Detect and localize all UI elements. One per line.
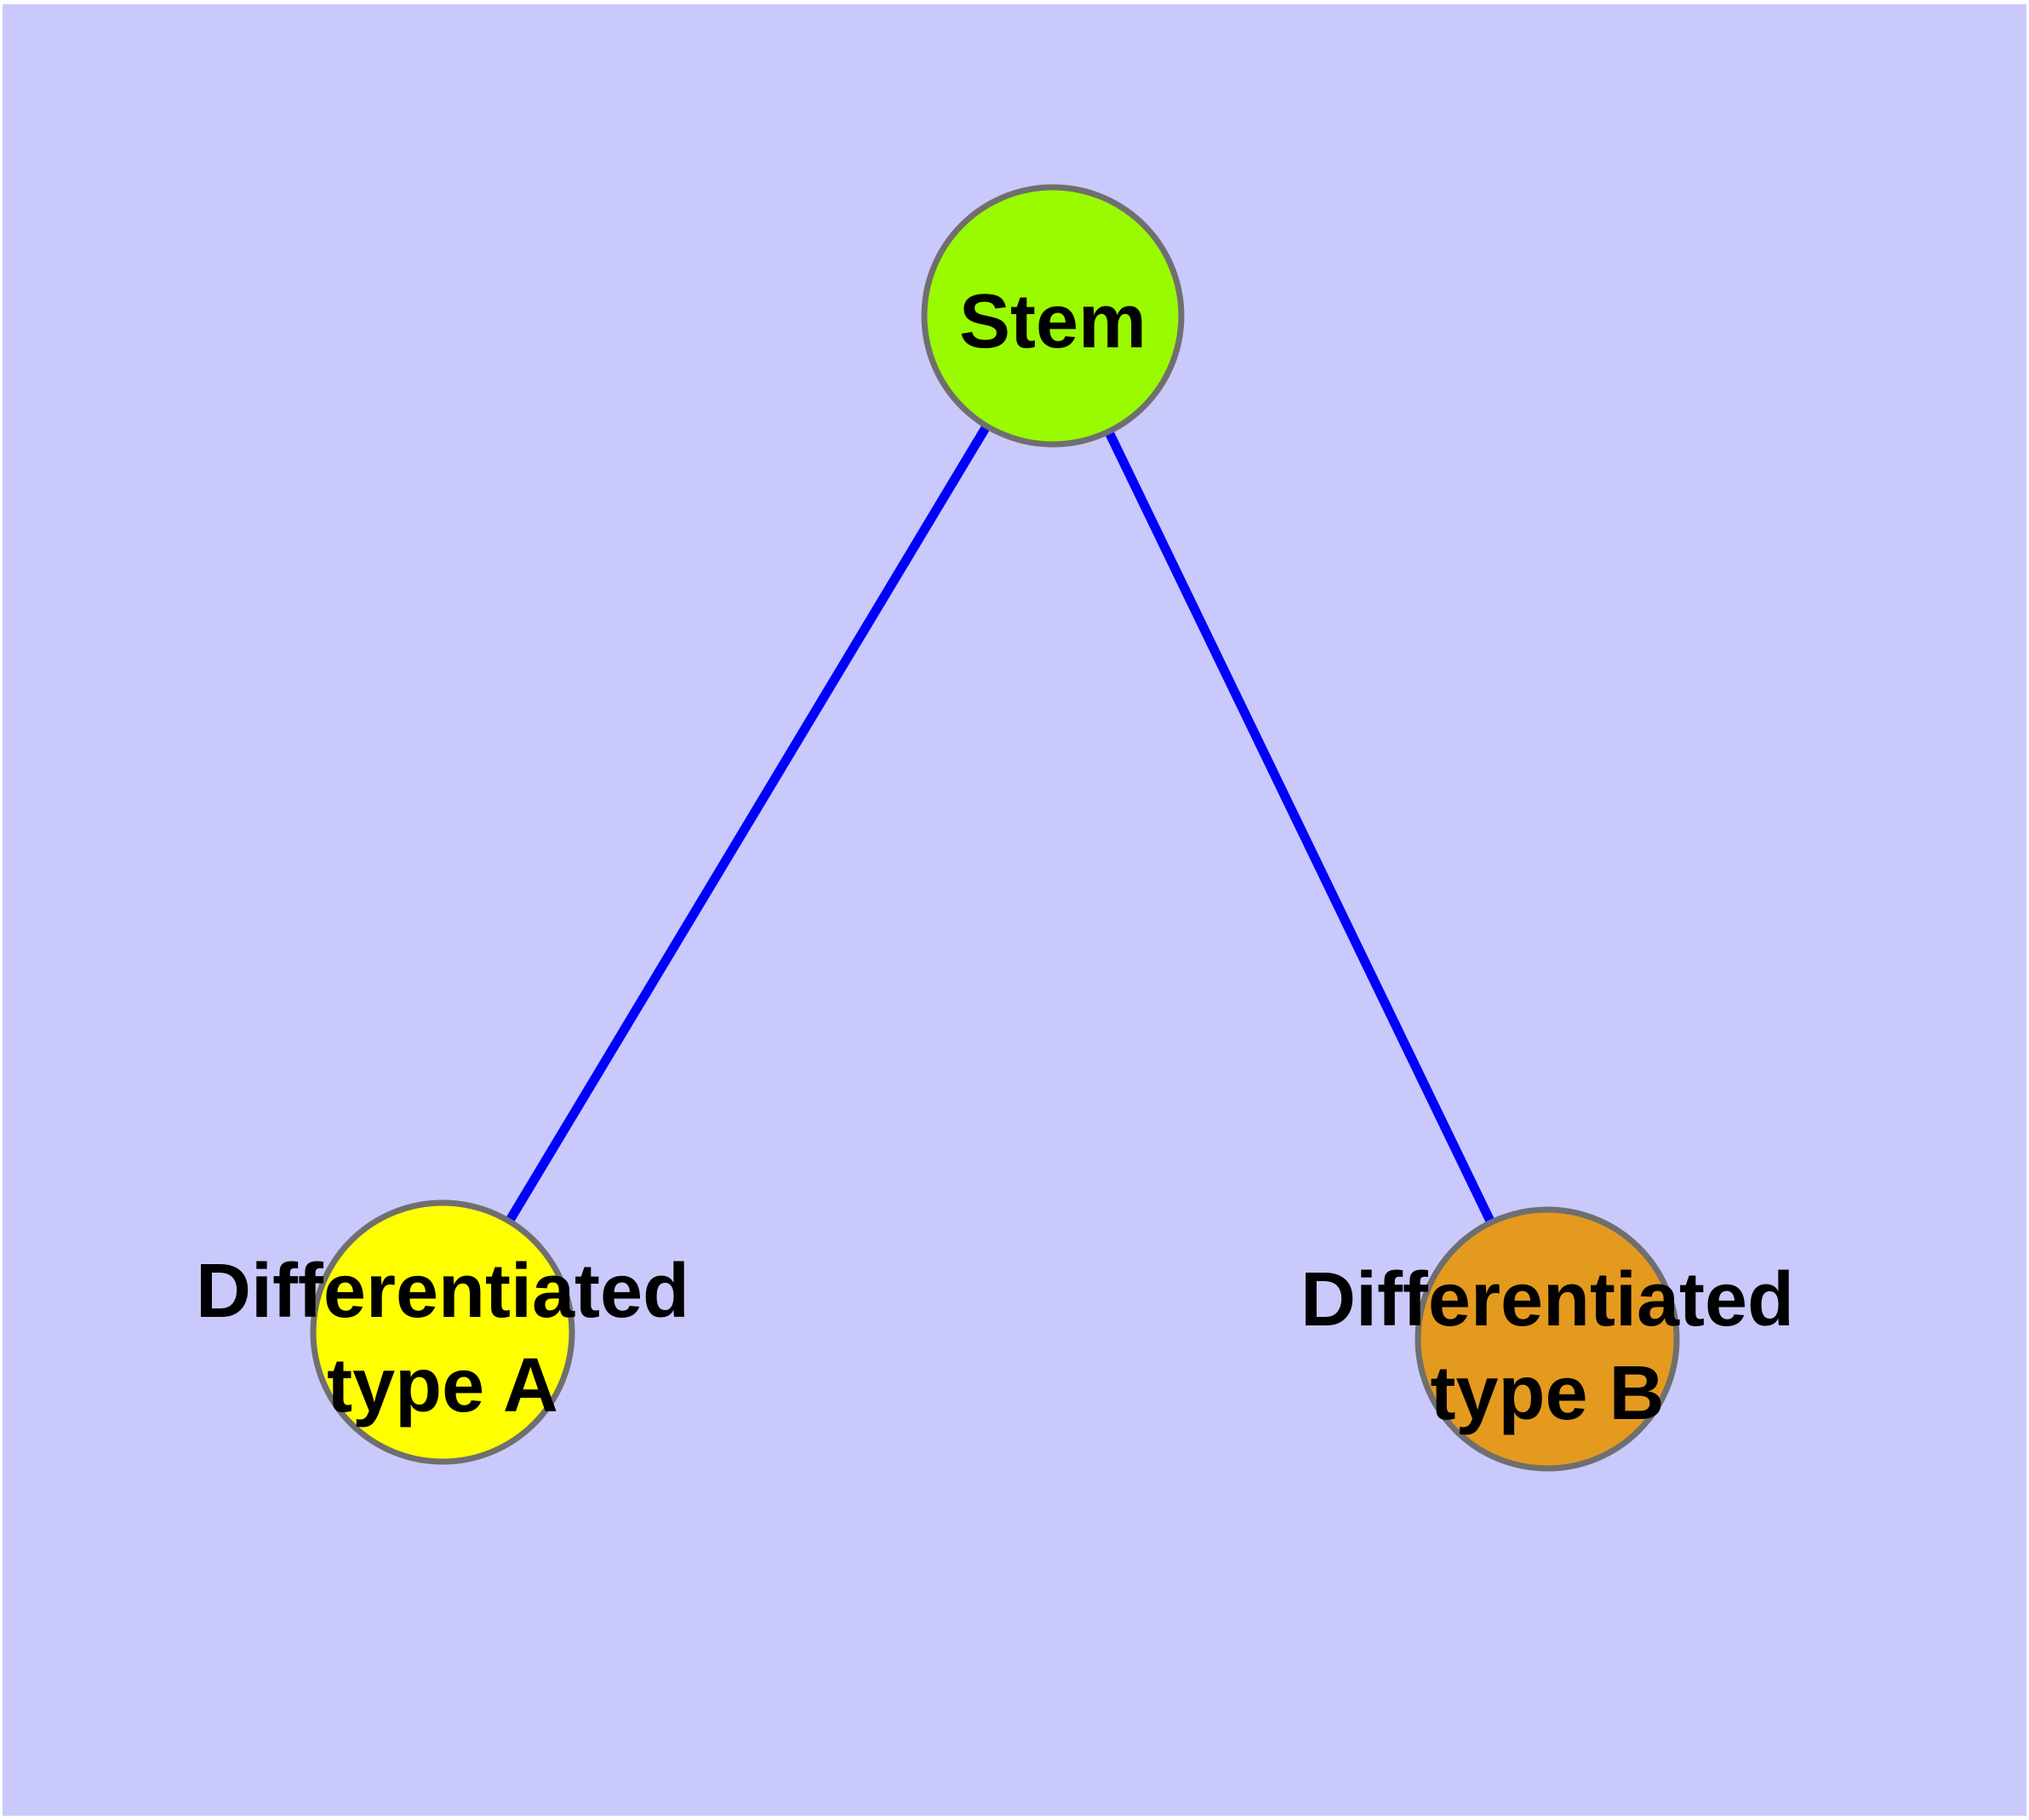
node-label-differentiated-type-a: Differentiated type A (196, 1249, 689, 1428)
node-label-type-b-line2: type B (1430, 1351, 1664, 1436)
edge-stem-to-type-b (1049, 313, 1552, 1342)
node-label-type-b-line1: Differentiated (1300, 1257, 1794, 1342)
node-label-differentiated-type-b: Differentiated type B (1300, 1257, 1794, 1436)
node-differentiated-type-b (1415, 1206, 1680, 1472)
edge-stem-to-type-a (438, 313, 1057, 1335)
node-label-type-a-line2: type A (327, 1343, 558, 1428)
node-stem (921, 184, 1185, 448)
label-group: Stem Differentiated type A Differentiated… (196, 279, 1794, 1436)
node-differentiated-type-a (310, 1199, 575, 1465)
node-group (310, 184, 1680, 1472)
edge-group (438, 313, 1552, 1342)
node-label-stem: Stem (959, 279, 1146, 364)
node-label-stem-line1: Stem (959, 279, 1146, 364)
node-label-type-a-line1: Differentiated (196, 1249, 689, 1334)
